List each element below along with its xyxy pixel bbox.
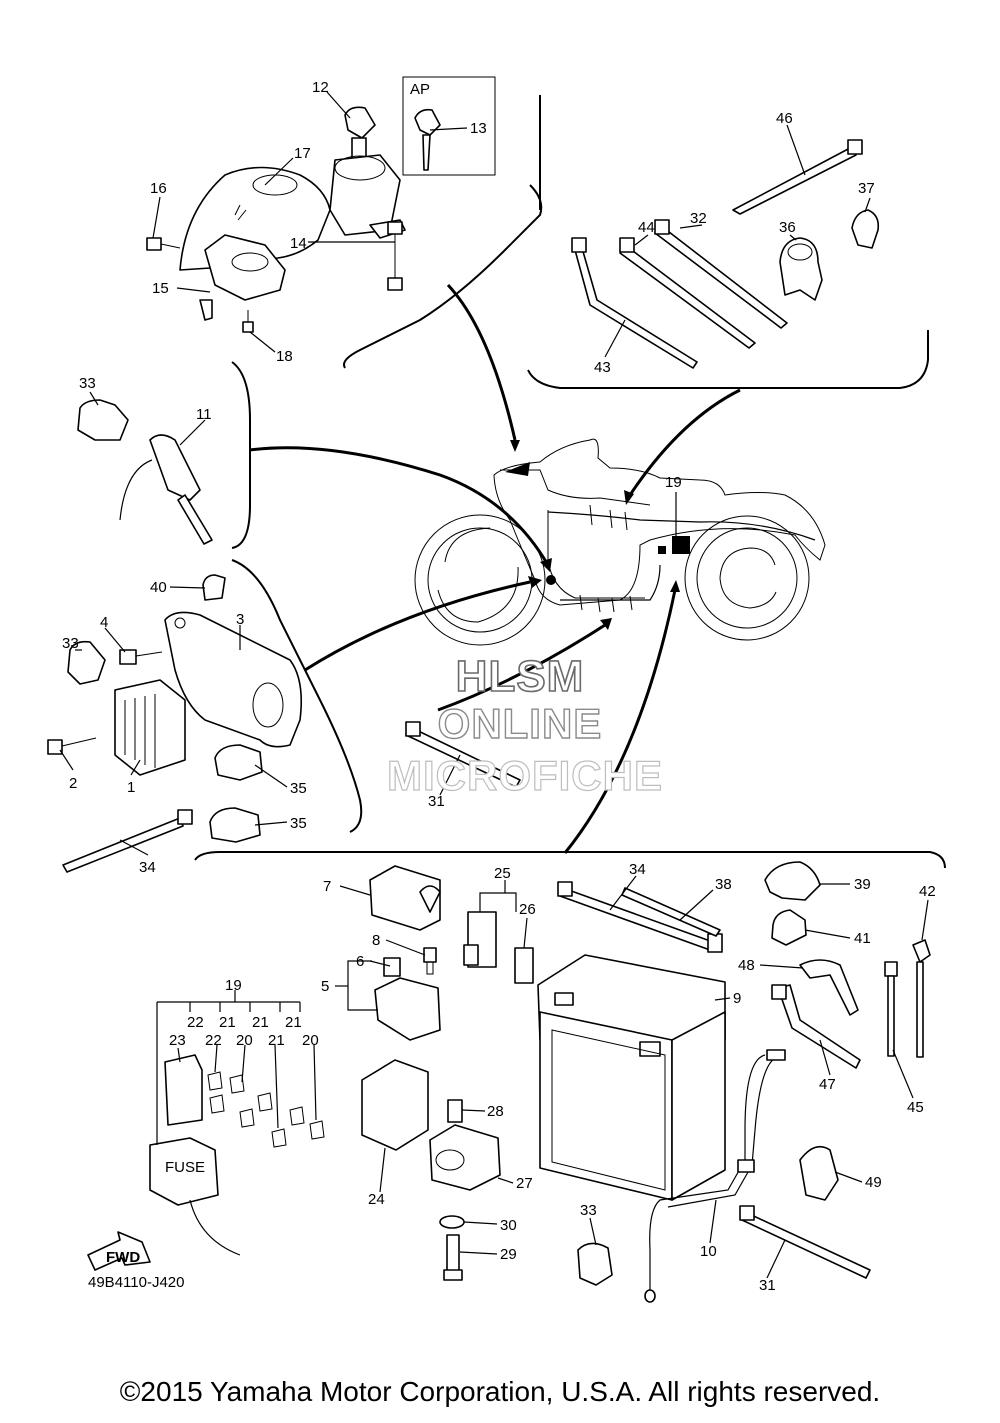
callout-45: 45: [907, 1099, 924, 1116]
sensor-27: [429, 1124, 501, 1191]
plate-3: [164, 611, 303, 748]
main-switch: [329, 154, 401, 236]
cover-7: [369, 865, 441, 931]
callout-49: 49: [865, 1174, 882, 1191]
rectifier-regulator: [114, 679, 186, 776]
callout-29: 29: [500, 1246, 517, 1263]
callout-20b: 20: [302, 1032, 319, 1049]
callout-31b: 31: [759, 1277, 776, 1294]
unit-24: [361, 1059, 429, 1151]
watermark-line-2: ONLINE: [437, 699, 603, 747]
callout-35a: 35: [290, 780, 307, 797]
callout-20a: 20: [236, 1032, 253, 1049]
electrical-box-group: [87, 861, 931, 1303]
watermark-line-1: HLSM: [455, 651, 585, 702]
callout-8: 8: [372, 932, 380, 949]
callout-38: 38: [715, 876, 732, 893]
callout-33a: 33: [79, 375, 96, 392]
switch-11-group: [77, 399, 213, 545]
callout-40: 40: [150, 579, 167, 596]
callout-4: 4: [100, 614, 108, 631]
callout-labels: AP 12 13 17 16 14 15 18 46 37 32 44 36 4…: [62, 79, 936, 1294]
callout-41: 41: [854, 930, 871, 947]
callout-14: 14: [290, 235, 307, 252]
callout-16: 16: [150, 180, 167, 197]
switch-11: [149, 434, 201, 501]
key: [344, 106, 376, 139]
fwd-arrow: [87, 1231, 151, 1271]
callout-39: 39: [854, 876, 871, 893]
callout-22b: 22: [205, 1032, 222, 1049]
callout-36: 36: [779, 219, 796, 236]
copyright-notice: ©2015 Yamaha Motor Corporation, U.S.A. A…: [119, 1376, 881, 1407]
callout-42: 42: [919, 883, 936, 900]
callout-10: 10: [700, 1243, 717, 1260]
callout-47: 47: [819, 1076, 836, 1093]
fwd-label: FWD: [106, 1249, 140, 1266]
inset-label-ap: AP: [410, 81, 430, 98]
diode-26: [514, 947, 534, 984]
ignition-group: [146, 76, 496, 333]
callout-15: 15: [152, 280, 169, 297]
regulator-group: [47, 574, 521, 873]
leader-lines: [59, 91, 929, 1279]
watermark-line-3: MICROFICHE: [386, 751, 663, 799]
callout-18: 18: [276, 348, 293, 365]
callout-23: 23: [169, 1032, 186, 1049]
callout-33c: 33: [580, 1202, 597, 1219]
callout-22a: 22: [187, 1014, 204, 1031]
callout-31a: 31: [428, 793, 445, 810]
callout-28: 28: [487, 1103, 504, 1120]
callout-13: 13: [470, 120, 487, 137]
callout-19a: 19: [665, 474, 682, 491]
starter-relay: [374, 977, 441, 1041]
callout-11: 11: [196, 406, 212, 423]
clamp-37: [851, 209, 880, 249]
meter-bracket: [204, 234, 286, 301]
motorcycle-outline: [414, 438, 826, 646]
callout-46: 46: [776, 110, 793, 127]
callout-26: 26: [519, 901, 536, 918]
callout-35b: 35: [290, 815, 307, 832]
callout-34b: 34: [629, 861, 646, 878]
callout-1: 1: [127, 779, 135, 796]
callout-5: 5: [321, 978, 329, 995]
callout-27: 27: [516, 1175, 533, 1192]
callout-34a: 34: [139, 859, 156, 876]
callout-3: 3: [236, 611, 244, 628]
clamp-36: [779, 237, 823, 301]
callout-17: 17: [294, 145, 311, 162]
callout-21c: 21: [285, 1014, 302, 1031]
callout-37: 37: [858, 180, 875, 197]
fuse-label: FUSE: [165, 1159, 205, 1176]
callout-21b: 21: [252, 1014, 269, 1031]
callout-9: 9: [733, 990, 741, 1007]
callout-33b: 33: [62, 635, 79, 652]
callout-12: 12: [312, 79, 329, 96]
callout-43: 43: [594, 359, 611, 376]
callout-48: 48: [738, 957, 755, 974]
ties-clamps-group: [571, 139, 880, 369]
callout-2: 2: [69, 775, 77, 792]
callout-25: 25: [494, 865, 511, 882]
callout-6: 6: [356, 953, 364, 970]
callout-7: 7: [323, 878, 331, 895]
callout-21d: 21: [268, 1032, 285, 1049]
callout-32: 32: [690, 210, 707, 227]
callout-44: 44: [638, 219, 655, 236]
callout-30: 30: [500, 1217, 517, 1234]
fuse-box: [149, 1137, 219, 1206]
callout-19b: 19: [225, 977, 242, 994]
part-code: 49B4110-J420: [88, 1274, 184, 1291]
callout-21a: 21: [219, 1014, 236, 1031]
group-dividers: [194, 95, 946, 869]
callout-24: 24: [368, 1191, 385, 1208]
ap-inset-box: [402, 76, 496, 176]
